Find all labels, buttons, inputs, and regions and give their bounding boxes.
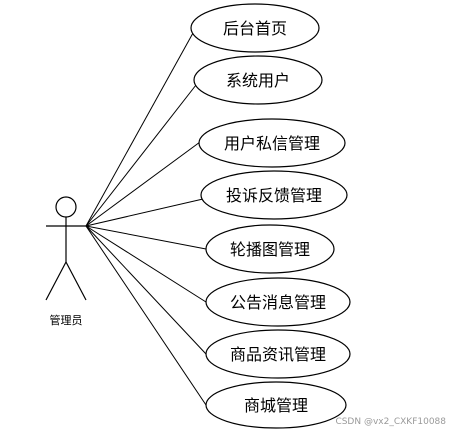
use-case-system-users: 系统用户 [193, 55, 323, 105]
watermark-text: CSDN @vx2_CXKF10088 [335, 417, 446, 427]
use-case-label: 系统用户 [226, 71, 290, 90]
actor-label: 管理员 [50, 313, 83, 327]
use-case-announcements: 公告消息管理 [205, 277, 351, 327]
association-line-3 [85, 141, 201, 227]
use-case-label: 用户私信管理 [224, 134, 320, 153]
actor-left-leg [45, 261, 67, 301]
use-case-label: 轮播图管理 [230, 240, 310, 259]
association-lines [85, 32, 207, 406]
use-case-carousel: 轮播图管理 [205, 224, 335, 274]
actor-admin [45, 196, 87, 301]
use-case-user-private-messages: 用户私信管理 [198, 118, 346, 168]
use-case-label: 商品资讯管理 [230, 345, 326, 364]
association-line-1 [85, 32, 194, 227]
actor-head [55, 196, 77, 218]
association-line-2 [85, 84, 197, 227]
use-case-list: 后台首页 系统用户 用户私信管理 投诉反馈管理 轮播图管理 公告消息管理 商品资… [190, 3, 351, 429]
use-case-label: 投诉反馈管理 [226, 186, 322, 205]
association-line-5 [85, 225, 207, 250]
association-line-4 [85, 198, 204, 227]
use-case-complaint-feedback: 投诉反馈管理 [200, 170, 348, 220]
use-case-mall: 商城管理 [205, 381, 347, 429]
use-case-product-news: 商品资讯管理 [205, 329, 351, 379]
use-case-label: 后台首页 [223, 19, 287, 38]
use-case-backend-home: 后台首页 [190, 3, 320, 53]
association-line-7 [85, 225, 207, 355]
use-case-label: 公告消息管理 [230, 293, 326, 312]
association-line-6 [85, 225, 207, 303]
actor-right-leg [65, 261, 87, 301]
use-case-label: 商城管理 [244, 396, 308, 415]
association-line-8 [85, 225, 207, 406]
